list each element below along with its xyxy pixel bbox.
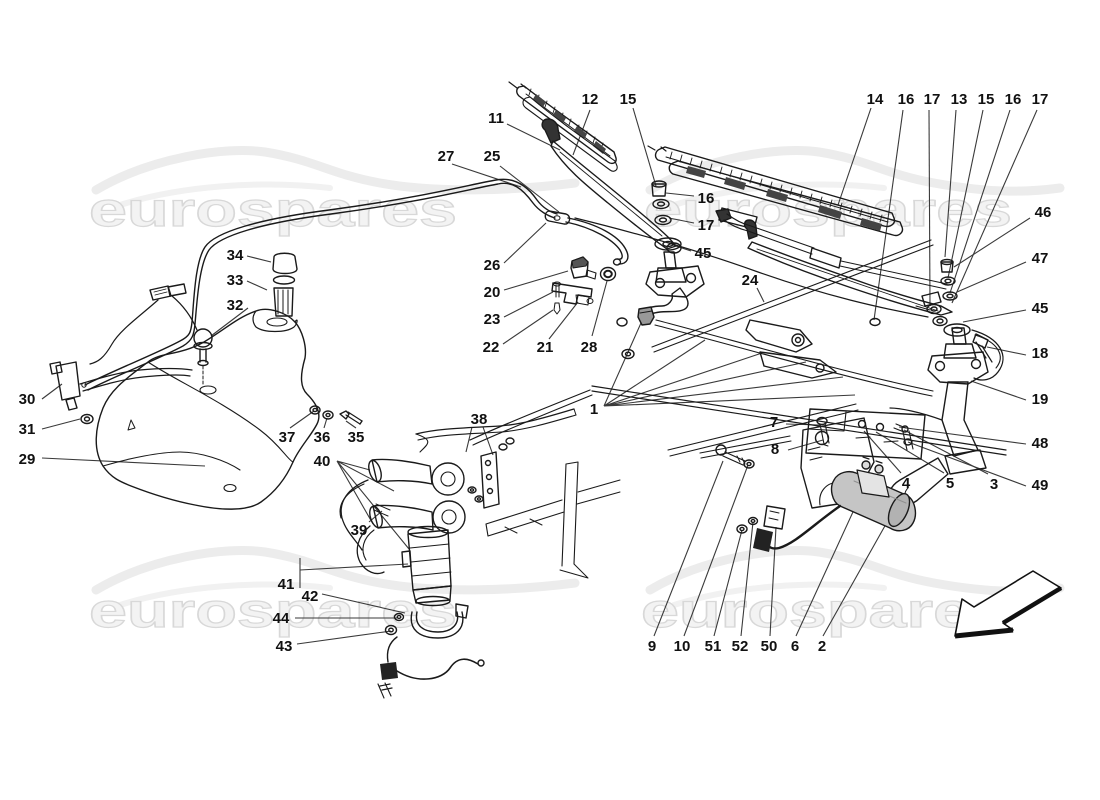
svg-text:44: 44 [273,610,290,627]
svg-text:14: 14 [867,91,884,108]
svg-text:6: 6 [791,638,799,655]
svg-text:41: 41 [278,576,295,593]
svg-text:52: 52 [732,638,749,655]
svg-text:eurospares: eurospares [641,585,1009,638]
svg-text:4: 4 [902,475,911,492]
svg-text:23: 23 [484,311,501,328]
svg-text:9: 9 [648,638,656,655]
svg-text:3: 3 [990,476,998,493]
svg-text:16: 16 [898,91,915,108]
svg-text:17: 17 [1032,91,1049,108]
svg-text:34: 34 [227,247,244,264]
svg-text:5: 5 [946,475,954,492]
svg-text:25: 25 [484,148,501,165]
svg-text:11: 11 [488,110,504,127]
svg-text:8: 8 [771,441,779,458]
svg-text:42: 42 [302,588,319,605]
svg-text:2: 2 [818,638,826,655]
svg-text:10: 10 [674,638,691,655]
svg-text:17: 17 [698,217,715,234]
svg-text:13: 13 [951,91,968,108]
svg-text:26: 26 [484,257,501,274]
svg-text:33: 33 [227,272,244,289]
svg-text:1: 1 [590,401,598,418]
svg-text:35: 35 [348,429,365,446]
svg-text:40: 40 [314,453,331,470]
svg-text:21: 21 [537,339,554,356]
svg-text:32: 32 [227,297,244,314]
svg-text:eurospares: eurospares [89,184,457,237]
svg-text:39: 39 [351,522,368,539]
svg-text:7: 7 [770,414,778,431]
svg-text:24: 24 [742,272,759,289]
svg-text:19: 19 [1032,391,1049,408]
svg-text:51: 51 [705,638,722,655]
svg-text:12: 12 [582,91,599,108]
svg-text:15: 15 [620,91,637,108]
svg-text:28: 28 [581,339,598,356]
svg-text:16: 16 [1005,91,1022,108]
svg-text:18: 18 [1032,345,1049,362]
svg-text:50: 50 [761,638,778,655]
svg-text:46: 46 [1035,204,1052,221]
svg-text:43: 43 [276,638,293,655]
svg-text:15: 15 [978,91,995,108]
svg-text:48: 48 [1032,435,1049,452]
svg-text:49: 49 [1032,477,1049,494]
svg-text:45: 45 [1032,300,1049,317]
svg-text:20: 20 [484,284,501,301]
svg-text:36: 36 [314,429,331,446]
svg-text:22: 22 [483,339,500,356]
svg-text:16: 16 [698,190,715,207]
svg-text:31: 31 [19,421,36,438]
svg-text:38: 38 [471,411,488,428]
svg-text:27: 27 [438,148,455,165]
svg-text:30: 30 [19,391,36,408]
svg-text:37: 37 [279,429,296,446]
svg-text:29: 29 [19,451,36,468]
svg-text:17: 17 [924,91,941,108]
svg-text:47: 47 [1032,250,1049,267]
